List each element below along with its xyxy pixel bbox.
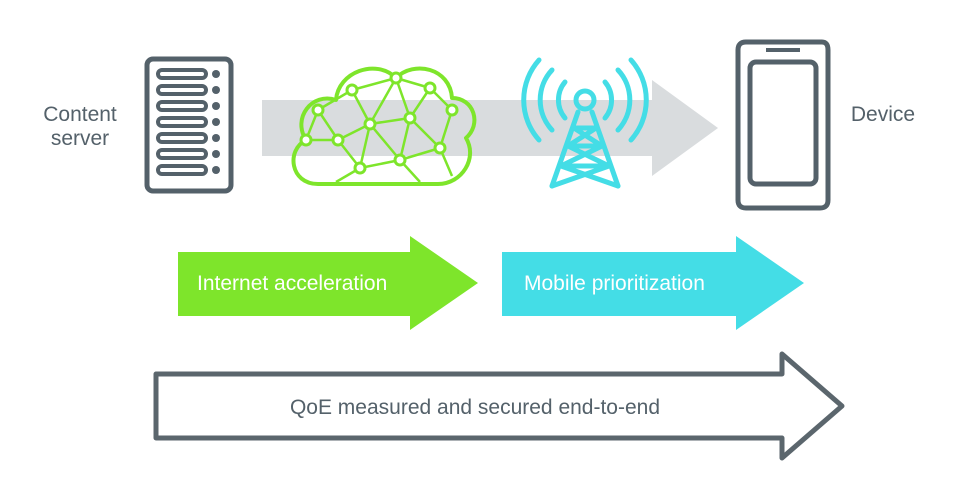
- internet-acceleration-label: Internet acceleration: [197, 272, 388, 295]
- internet-acceleration-arrow: [178, 236, 478, 330]
- content-server-label: Content server: [20, 103, 140, 151]
- cloud-network-icon: [291, 66, 477, 186]
- content-server-label-line1: Content: [43, 103, 117, 126]
- device-label: Device: [850, 103, 916, 126]
- content-server-label-line2: server: [50, 127, 110, 150]
- mobile-prioritization-label: Mobile prioritization: [524, 272, 705, 295]
- smartphone-icon: [735, 39, 831, 211]
- qoe-label: QoE measured and secured end-to-end: [289, 396, 661, 419]
- qoe-outline-arrow: [153, 351, 845, 461]
- cell-tower-icon: [521, 57, 649, 189]
- server-icon: [144, 56, 234, 194]
- mobile-prioritization-arrow: [502, 236, 804, 330]
